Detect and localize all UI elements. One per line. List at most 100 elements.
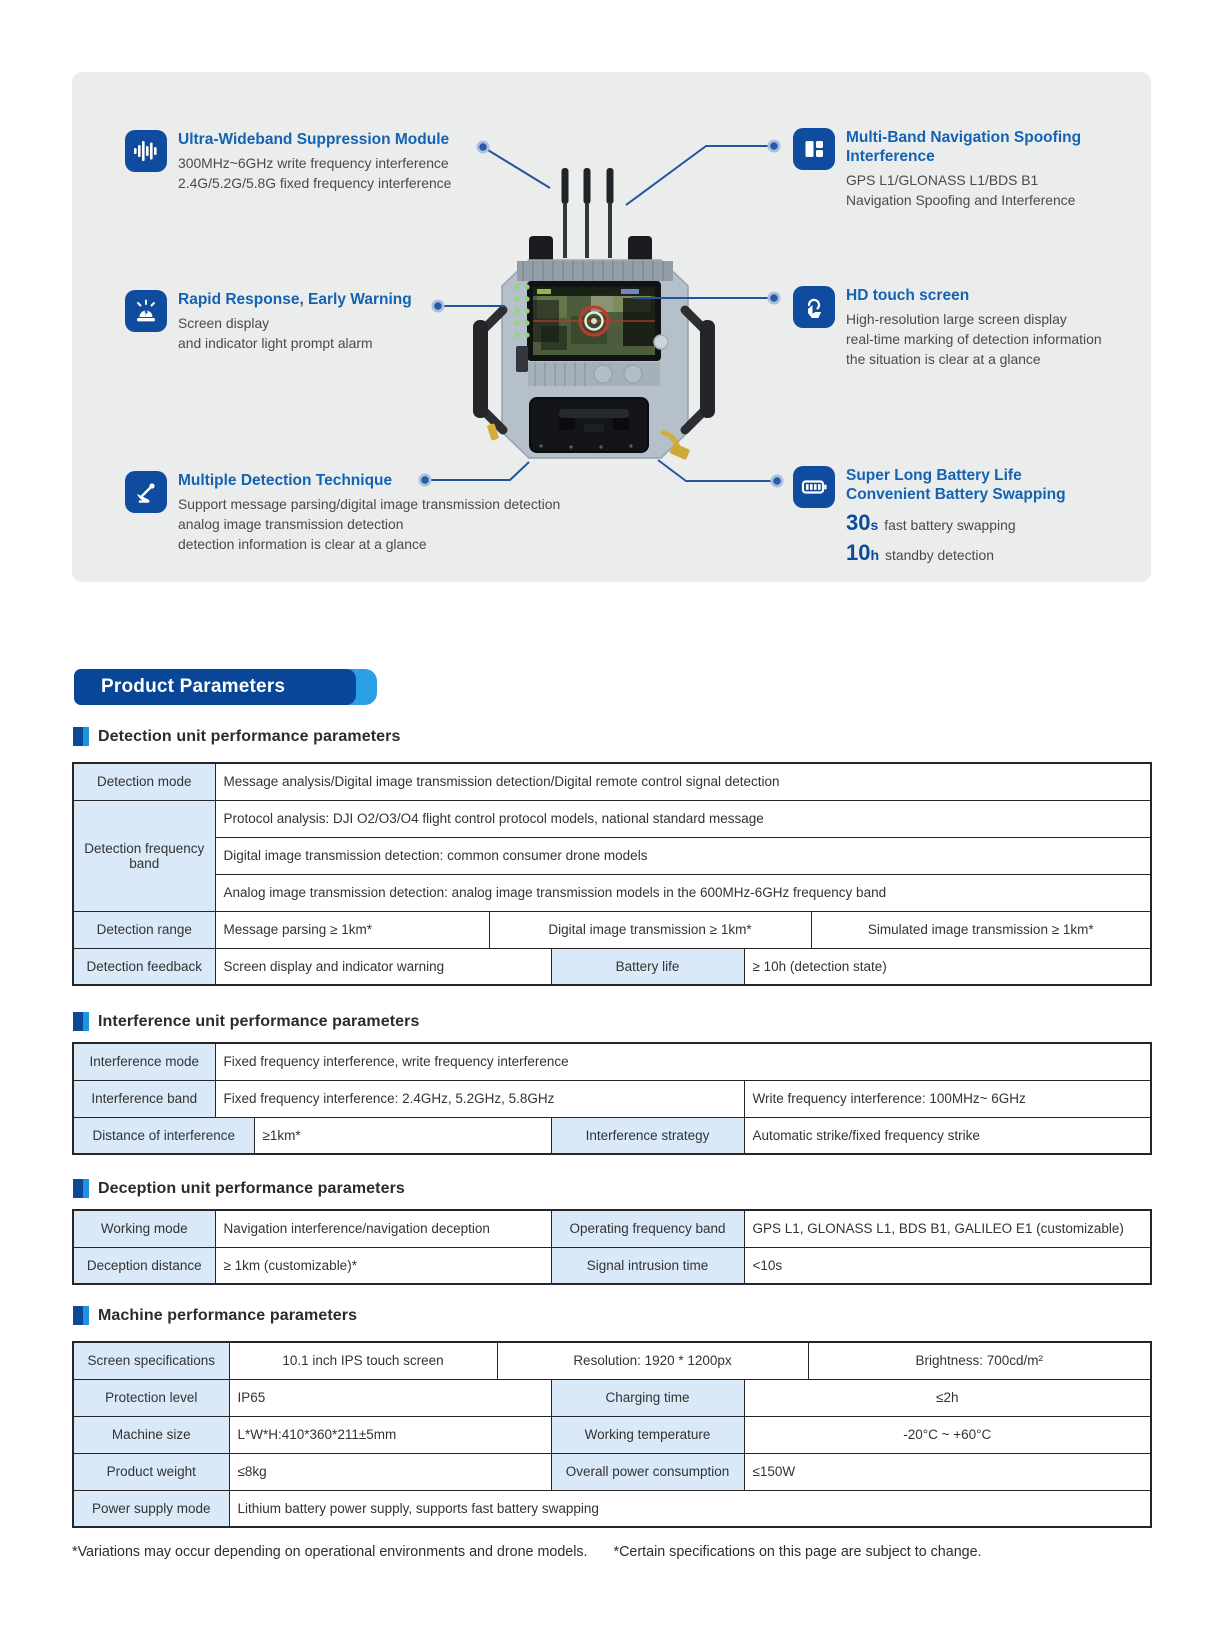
cell-value: Simulated image transmission ≥ 1km* — [810, 910, 1152, 949]
section-title: Interference unit performance parameters — [98, 1012, 420, 1030]
radar-dish-icon — [125, 471, 167, 513]
cell-value: L*W*H:410*360*211±5mm — [228, 1415, 552, 1454]
section-title: Machine performance parameters — [98, 1306, 358, 1324]
section-heading-machine: Machine performance parameters — [73, 1306, 357, 1325]
section-heading-detection: Detection unit performance parameters — [73, 727, 400, 746]
feature-line: analog image transmission detection — [178, 515, 404, 532]
feature-description: Support message parsing/digital image tr… — [178, 495, 560, 554]
cell-value: Analog image transmission detection: ana… — [214, 873, 1152, 912]
footnote-variations: *Variations may occur depending on opera… — [72, 1544, 588, 1560]
feature-line: Navigation Spoofing and Interference — [846, 191, 1076, 208]
feature-description: Screen display and indicator light promp… — [178, 314, 412, 354]
section-heading-interference: Interference unit performance parameters — [73, 1012, 419, 1031]
table-row: Digital image transmission detection: co… — [73, 836, 1152, 875]
cell-value: ≤150W — [743, 1452, 1152, 1491]
table-row: Protection level IP65 Charging time ≤2h — [72, 1378, 1152, 1417]
handle-right — [680, 305, 715, 435]
handle-left — [473, 305, 508, 435]
table-row: Machine size L*W*H:410*360*211±5mm Worki… — [72, 1415, 1152, 1454]
feature-title: Super Long Battery Life — [846, 467, 1022, 484]
product-parameters-banner: Product Parameters — [74, 669, 377, 705]
cell-value: Screen display and indicator warning — [214, 947, 552, 986]
table-row: Detection range Message parsing ≥ 1km* D… — [72, 910, 1152, 949]
feature-multiple-detection: Multiple Detection Technique Support mes… — [125, 471, 560, 554]
interference-table: Interference mode Fixed frequency interf… — [72, 1042, 1152, 1155]
feature-navigation-spoofing: Multi-Band Navigation Spoofing Interfere… — [793, 128, 1081, 211]
table-row: Analog image transmission detection: ana… — [73, 873, 1152, 912]
table-row: Power supply mode Lithium battery power … — [72, 1489, 1152, 1528]
feature-title: Multiple Detection Technique — [178, 472, 393, 489]
feature-line: 2.4G/5.2G/5.8G fixed frequency interfere… — [178, 174, 452, 191]
cell-value: Protocol analysis: DJI O2/O3/O4 flight c… — [214, 799, 1152, 838]
feature-line: detection information is clear at a glan… — [178, 535, 427, 552]
row-label: Distance of interference — [72, 1116, 255, 1155]
table-row: Screen specifications 10.1 inch IPS touc… — [72, 1341, 1152, 1380]
row-label: Interference strategy — [550, 1116, 745, 1155]
feature-line: real-time marking of detection informati… — [846, 330, 1102, 347]
cell-value: Write frequency interference: 100MHz~ 6G… — [743, 1079, 1152, 1118]
row-label: Working mode — [72, 1209, 216, 1248]
table-row: Working mode Navigation interference/nav… — [72, 1209, 1152, 1248]
section-bullet-icon — [73, 1179, 89, 1198]
section-heading-deception: Deception unit performance parameters — [73, 1179, 405, 1198]
feature-rapid-response: Rapid Response, Early Warning Screen dis… — [125, 290, 412, 354]
cell-value: <10s — [743, 1246, 1152, 1285]
feature-title: Multi-Band Navigation Spoofing — [846, 129, 1082, 146]
feature-text: Ultra-Wideband Suppression Module 300MHz… — [178, 130, 451, 194]
row-label: Detection mode — [72, 762, 216, 801]
table-row: Detection frequency band Protocol analys… — [72, 799, 1152, 912]
feature-text: HD touch screen High-resolution large sc… — [846, 286, 1102, 369]
feature-title-line2: Interference — [846, 148, 935, 165]
antenna-icon — [561, 168, 614, 258]
feature-title-line2: Convenient Battery Swapping — [846, 486, 1066, 503]
row-label: Interference band — [72, 1079, 216, 1118]
stat-label: standby detection — [885, 547, 994, 563]
table-row: Interference band Fixed frequency interf… — [72, 1079, 1152, 1118]
row-label: Interference mode — [72, 1042, 216, 1081]
cell-value: Message parsing ≥ 1km* — [214, 910, 490, 949]
table-row: Interference mode Fixed frequency interf… — [72, 1042, 1152, 1081]
row-label: Deception distance — [72, 1246, 216, 1285]
feature-line: Support message parsing/digital image tr… — [178, 496, 561, 512]
feature-line: the situation is clear at a glance — [846, 350, 1041, 367]
cell-value: ≥ 10h (detection state) — [743, 947, 1152, 986]
battery-door — [529, 397, 649, 453]
row-label: Working temperature — [550, 1415, 745, 1454]
row-label: Battery life — [550, 947, 745, 986]
cell-value: Resolution: 1920 * 1200px — [496, 1341, 809, 1380]
cell-value: Brightness: 700cd/m² — [807, 1341, 1152, 1380]
section-title: Detection unit performance parameters — [98, 727, 401, 745]
machine-table: Screen specifications 10.1 inch IPS touc… — [72, 1341, 1153, 1528]
feature-line: and indicator light prompt alarm — [178, 334, 373, 351]
stat-label: fast battery swapping — [884, 517, 1016, 533]
feature-line: High-resolution large screen display — [846, 311, 1067, 327]
section-bullet-icon — [73, 727, 89, 746]
row-label: Screen specifications — [72, 1341, 230, 1380]
stat-value: 10 — [846, 540, 871, 565]
table-row: Detection feedback Screen display and in… — [72, 947, 1152, 986]
cell-value: 10.1 inch IPS touch screen — [228, 1341, 498, 1380]
feature-description: 300MHz~6GHz write frequency interference… — [178, 154, 451, 194]
feature-description: High-resolution large screen display rea… — [846, 310, 1102, 369]
row-label: Detection feedback — [72, 947, 216, 986]
feature-title: Rapid Response, Early Warning — [178, 291, 412, 308]
row-label: Machine size — [72, 1415, 230, 1454]
waveform-icon — [125, 130, 167, 172]
cell-value: ≤2h — [743, 1378, 1152, 1417]
cell-value: -20°C ~ +60°C — [743, 1415, 1152, 1454]
stat-unit: s — [870, 517, 879, 533]
feature-description: GPS L1/GLONASS L1/BDS B1 Navigation Spoo… — [846, 171, 1081, 211]
row-label: Power supply mode — [72, 1489, 230, 1528]
led-indicators — [514, 284, 530, 338]
stat-battery-swap: 30 s fast battery swapping — [846, 512, 1066, 534]
cell-value: GPS L1, GLONASS L1, BDS B1, GALILEO E1 (… — [743, 1209, 1152, 1248]
device-illustration — [473, 168, 715, 460]
stat-value: 30 — [846, 510, 871, 535]
touch-screen-icon — [793, 286, 835, 328]
row-label: Operating frequency band — [550, 1209, 745, 1248]
row-label: Charging time — [550, 1378, 745, 1417]
layout-grid-icon — [793, 128, 835, 170]
stat-unit: h — [870, 547, 880, 563]
cell-value: Digital image transmission detection: co… — [214, 836, 1152, 875]
